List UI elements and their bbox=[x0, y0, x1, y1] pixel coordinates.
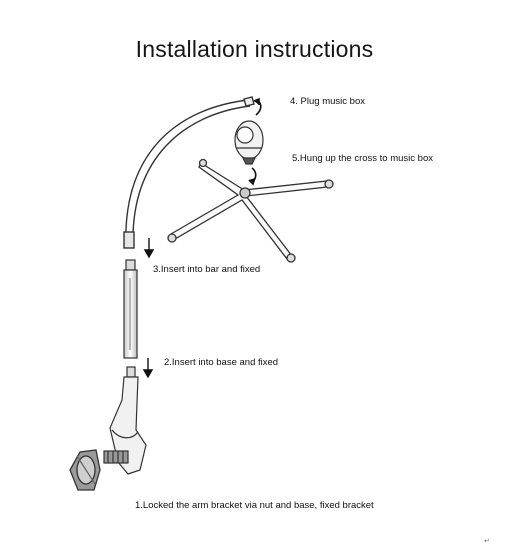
base-bracket bbox=[103, 366, 147, 475]
straight-bar bbox=[123, 259, 138, 359]
curved-arrow-icon bbox=[248, 167, 257, 186]
step-4-label: 4. Plug music box bbox=[290, 96, 365, 107]
curved-arrow-icon bbox=[253, 97, 262, 116]
arrow-down-icon bbox=[143, 238, 155, 259]
music-box-icon bbox=[234, 120, 264, 165]
curved-arm bbox=[123, 96, 255, 249]
step-2-label: 2.Insert into base and fixed bbox=[164, 357, 279, 368]
hanging-cross bbox=[167, 158, 334, 263]
page-title: Installation instructions bbox=[135, 36, 374, 62]
arrow-down-icon bbox=[142, 358, 154, 379]
step-3-label: 3.Insert into bar and fixed bbox=[153, 264, 261, 275]
return-mark: ↵ bbox=[484, 537, 490, 545]
step-1-label: 1.Locked the arm bracket via nut and bas… bbox=[135, 500, 374, 511]
step-5-label: 5.Hung up the cross to music box bbox=[292, 153, 433, 164]
nut-icon bbox=[69, 449, 101, 491]
